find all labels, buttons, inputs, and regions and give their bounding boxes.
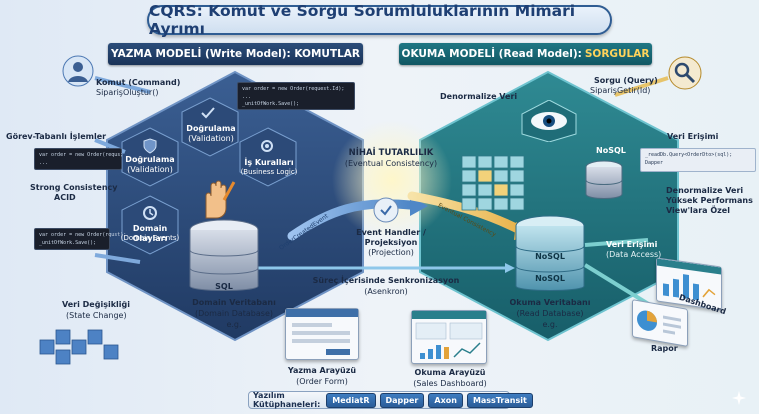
- sync-title: Süreç İçerisinde Senkronizasyon: [312, 276, 460, 285]
- read-ui-sub: (Sales Dashboard): [413, 379, 487, 388]
- denormalize-label: Denormalize Veri: [440, 92, 518, 101]
- validation-b-sub: (Validation): [127, 165, 173, 174]
- data-access2-title: Veri Erişimi: [606, 240, 658, 249]
- page-title: CQRS: Komut ve Sorgu Sorumluluklarının M…: [147, 2, 612, 38]
- event-handler-icon: [373, 197, 399, 227]
- state-code-snippet: var order = new Order(rqust); _unitOfWor…: [34, 228, 126, 250]
- decorative-cubes: [39, 329, 119, 365]
- domain-db-eg: e.g.: [226, 320, 242, 329]
- business-title: İş Kuralları: [244, 158, 294, 167]
- nosql-top-label: NoSQL: [596, 146, 626, 155]
- read-banner-prefix: OKUMA MODELİ (Read Model):: [401, 48, 582, 60]
- read-db-sub: (Read Database): [516, 309, 584, 318]
- nosql-b-label: NoSQL: [535, 274, 565, 283]
- hand-pen-icon: [196, 178, 236, 224]
- library-tag: Axon: [428, 392, 463, 408]
- eventual-consistency-arrow: [407, 191, 525, 235]
- final-consistency-title: NİHAİ TUTARLILIK: [348, 148, 434, 158]
- validation-a-title: Doğrulama: [186, 124, 236, 133]
- consistency-title: Strong Consistency: [30, 183, 118, 192]
- validation-shield-icon: [142, 138, 158, 158]
- read-model-banner: OKUMA MODELİ (Read Model): SORGULAR: [399, 43, 652, 65]
- event-handler-title2: Projeksiyon: [364, 238, 418, 247]
- command-user-icon: [62, 55, 94, 87]
- domain-database-icon: [186, 218, 262, 302]
- task-code-snippet: var order = new Order(requs; ...: [34, 148, 123, 170]
- write-ui-sub: (Order Form): [296, 377, 348, 386]
- report-label: Rapor: [651, 344, 678, 353]
- read-banner-highlight: SORGULAR: [584, 48, 650, 60]
- library-tag: MediatR: [326, 392, 376, 408]
- state-change-sub: (State Change): [66, 311, 127, 320]
- task-based-ops-label: Görev-Tabanlı İşlemler: [6, 132, 107, 141]
- read-ui-title: Okuma Arayüzü: [414, 368, 486, 377]
- event-handler-title: Event Handler /: [356, 228, 426, 237]
- event-handler-sub: (Projection): [368, 248, 414, 257]
- library-tag: MassTransit: [466, 392, 533, 408]
- validation-check-icon: [200, 105, 216, 124]
- denorm-views-label: Denormalize Veri Yüksek Performans View'…: [666, 186, 753, 215]
- data-access-title: Veri Erişimi: [667, 132, 719, 141]
- read-db-eg: e.g.: [542, 320, 558, 329]
- read-database-icon: [512, 214, 588, 302]
- query-search-icon: [668, 56, 702, 90]
- validation-b-title: Doğrulama: [125, 155, 175, 164]
- business-gear-icon: [259, 138, 275, 158]
- denormalized-tiles-icon: [458, 152, 528, 218]
- data-access-code: _readDb.Query<OrderDto>(sql); Dapper: [640, 148, 756, 172]
- validation-a-sub: (Validation): [188, 134, 234, 143]
- final-consistency-sub: (Eventual Consistency): [344, 159, 438, 168]
- sparkle-icon: [732, 390, 746, 409]
- dashboard-panel: [656, 257, 722, 311]
- data-access2-sub: (Data Access): [606, 250, 662, 259]
- write-model-banner: YAZMA MODELİ (Write Model): KOMUTLAR: [108, 43, 363, 65]
- domain-events-sub: (Domain Events): [120, 234, 180, 242]
- domain-db-label: SQL: [215, 282, 233, 291]
- nosql-a-label: NoSQL: [535, 252, 565, 261]
- eye-icon: [520, 99, 578, 146]
- consistency-sub: ACID: [54, 193, 76, 202]
- nosql-small-db-icon: [584, 160, 624, 206]
- command-title: Komut (Command): [96, 78, 181, 87]
- libraries-bar: Yazılım Kütüphaneleri: MediatR Dapper Ax…: [248, 391, 533, 409]
- domain-db-title: Domain Veritabanı: [192, 298, 276, 307]
- command-code-snippet: var order = new Order(request.Id); ... _…: [237, 82, 355, 110]
- read-db-title: Okuma Veritabanı: [509, 298, 591, 307]
- library-tag: Dapper: [379, 392, 425, 408]
- domain-events-title: Domain Olayları: [132, 224, 168, 243]
- sales-dashboard-mockup: [411, 310, 487, 364]
- domain-events-icon: [142, 205, 158, 225]
- libraries-label: Yazılım Kütüphaneleri:: [253, 391, 321, 409]
- report-panel: [632, 299, 688, 347]
- query-title: Sorgu (Query): [594, 76, 658, 85]
- business-sub: (Business Logic): [240, 168, 298, 176]
- command-name: SiparişOluştur(): [96, 88, 159, 97]
- state-change-title: Veri Değişikliği: [62, 300, 130, 309]
- query-name: SiparişGetir(Id): [590, 86, 651, 95]
- order-form-mockup: [285, 308, 359, 360]
- domain-db-sub: (Domain Database): [195, 309, 273, 318]
- write-ui-title: Yazma Arayüzü: [287, 366, 357, 375]
- sync-sub: (Asenkron): [364, 287, 408, 296]
